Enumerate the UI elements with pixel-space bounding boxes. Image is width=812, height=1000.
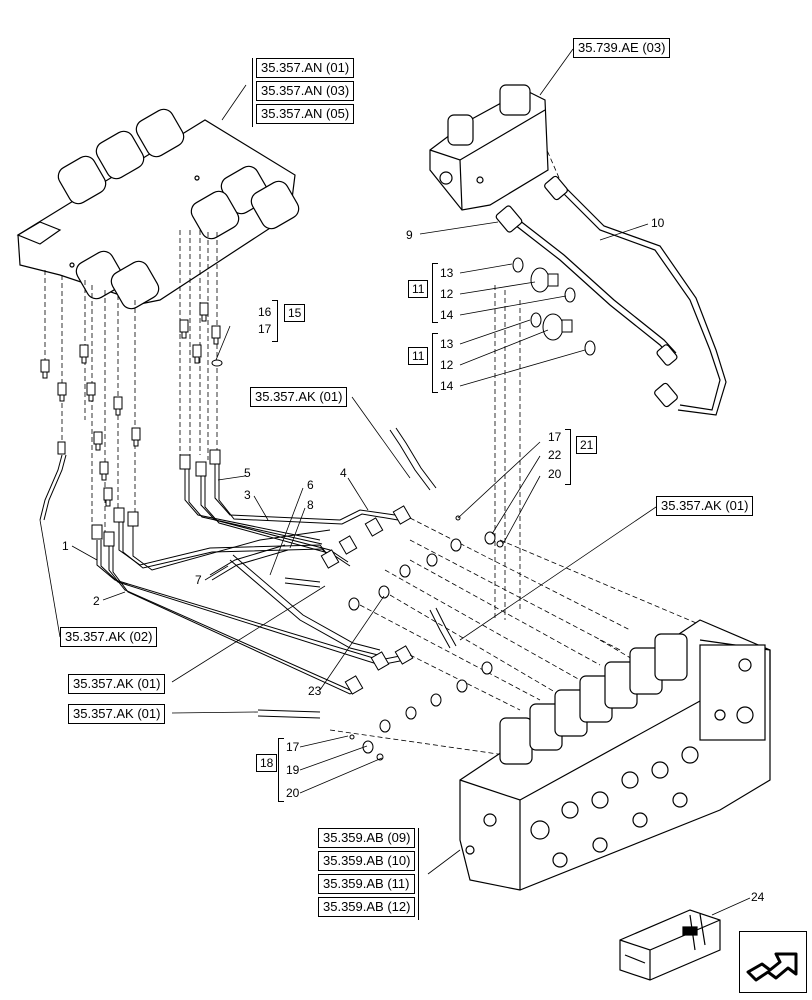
ref-35-357-an-05[interactable]: 35.357.AN (05) — [256, 104, 355, 124]
callout-4: 4 — [340, 466, 347, 480]
tube-fittings — [57, 441, 221, 547]
group-15-bracket — [272, 300, 278, 342]
callout-2: 2 — [93, 594, 100, 608]
ref-35-357-ak-01-top[interactable]: 35.357.AK (01) — [250, 387, 348, 407]
valve-fittings — [348, 515, 504, 761]
callout-7: 7 — [195, 573, 202, 587]
next-page-arrow-icon[interactable] — [739, 931, 807, 993]
callout-14-lower: 14 — [440, 379, 454, 393]
pipe-nuts — [320, 505, 414, 695]
ref-35-357-ak-01-bottom[interactable]: 35.357.AK (01) — [68, 704, 166, 724]
group-21: 21 — [576, 436, 598, 454]
arrow-glyph — [746, 952, 798, 982]
group-11-upper-bracket — [432, 263, 438, 323]
leader-lines — [39, 48, 751, 916]
ref-35-359-ab-12[interactable]: 35.359.AB (12) — [318, 897, 416, 917]
ref-35-357-ak-01-mid[interactable]: 35.357.AK (01) — [68, 674, 166, 694]
callout-20-group21: 20 — [548, 467, 562, 481]
callout-10: 10 — [651, 216, 665, 230]
callout-17-group21: 17 — [548, 430, 562, 444]
callout-3: 3 — [244, 488, 251, 502]
callout-17-group18: 17 — [286, 740, 300, 754]
loose-hoses — [39, 427, 457, 719]
group-18-bracket — [278, 738, 284, 802]
manifold-block — [16, 108, 300, 310]
callout-13-upper: 13 — [440, 266, 454, 280]
ref-35-739-ae-03[interactable]: 35.739.AE (03) — [573, 38, 671, 58]
callout-9: 9 — [406, 228, 413, 242]
ref-35-359-ab-11[interactable]: 35.359.AB (11) — [318, 874, 416, 894]
callout-12-upper: 12 — [440, 287, 454, 301]
callout-13-lower: 13 — [440, 337, 454, 351]
callout-8: 8 — [307, 498, 314, 512]
callout-12-lower: 12 — [440, 358, 454, 372]
ref-35-357-ak-02[interactable]: 35.357.AK (02) — [60, 627, 158, 647]
ref-35-359-ab-09[interactable]: 35.359.AB (09) — [318, 828, 416, 848]
callout-19: 19 — [286, 763, 300, 777]
pipe-bundle — [96, 464, 406, 695]
manifold-ref-group: 35.357.AN (01) 35.357.AN (03) 35.357.AN … — [252, 58, 355, 127]
group-21-bracket — [565, 429, 571, 485]
ref-35-357-an-01[interactable]: 35.357.AN (01) — [256, 58, 355, 78]
ref-35-359-ab-10[interactable]: 35.359.AB (10) — [318, 851, 416, 871]
callout-24: 24 — [751, 890, 765, 904]
callout-20-group18: 20 — [286, 786, 300, 800]
group-11-upper: 11 — [408, 280, 429, 298]
switch-block — [429, 84, 549, 211]
callout-6: 6 — [307, 478, 314, 492]
group-15: 15 — [284, 304, 306, 322]
callout-16: 16 — [258, 305, 272, 319]
group-18: 18 — [256, 754, 278, 772]
valve-ref-group: 35.359.AB (09) 35.359.AB (10) 35.359.AB … — [318, 828, 420, 920]
group-11-lower: 11 — [408, 347, 429, 365]
callout-1: 1 — [62, 539, 69, 553]
ref-35-357-an-03[interactable]: 35.357.AN (03) — [256, 81, 355, 101]
crate-icon — [619, 909, 721, 981]
callout-14-upper: 14 — [440, 308, 454, 322]
callout-23: 23 — [308, 684, 322, 698]
callout-17-group15: 17 — [258, 322, 272, 336]
ref-35-357-ak-01-right[interactable]: 35.357.AK (01) — [656, 496, 754, 516]
callout-22: 22 — [548, 448, 562, 462]
manifold-fittings — [40, 302, 223, 507]
callout-5: 5 — [244, 466, 251, 480]
control-valve — [459, 619, 771, 891]
adapter-fittings — [512, 257, 596, 356]
group-11-lower-bracket — [432, 333, 438, 393]
pipe-10 — [495, 175, 727, 416]
